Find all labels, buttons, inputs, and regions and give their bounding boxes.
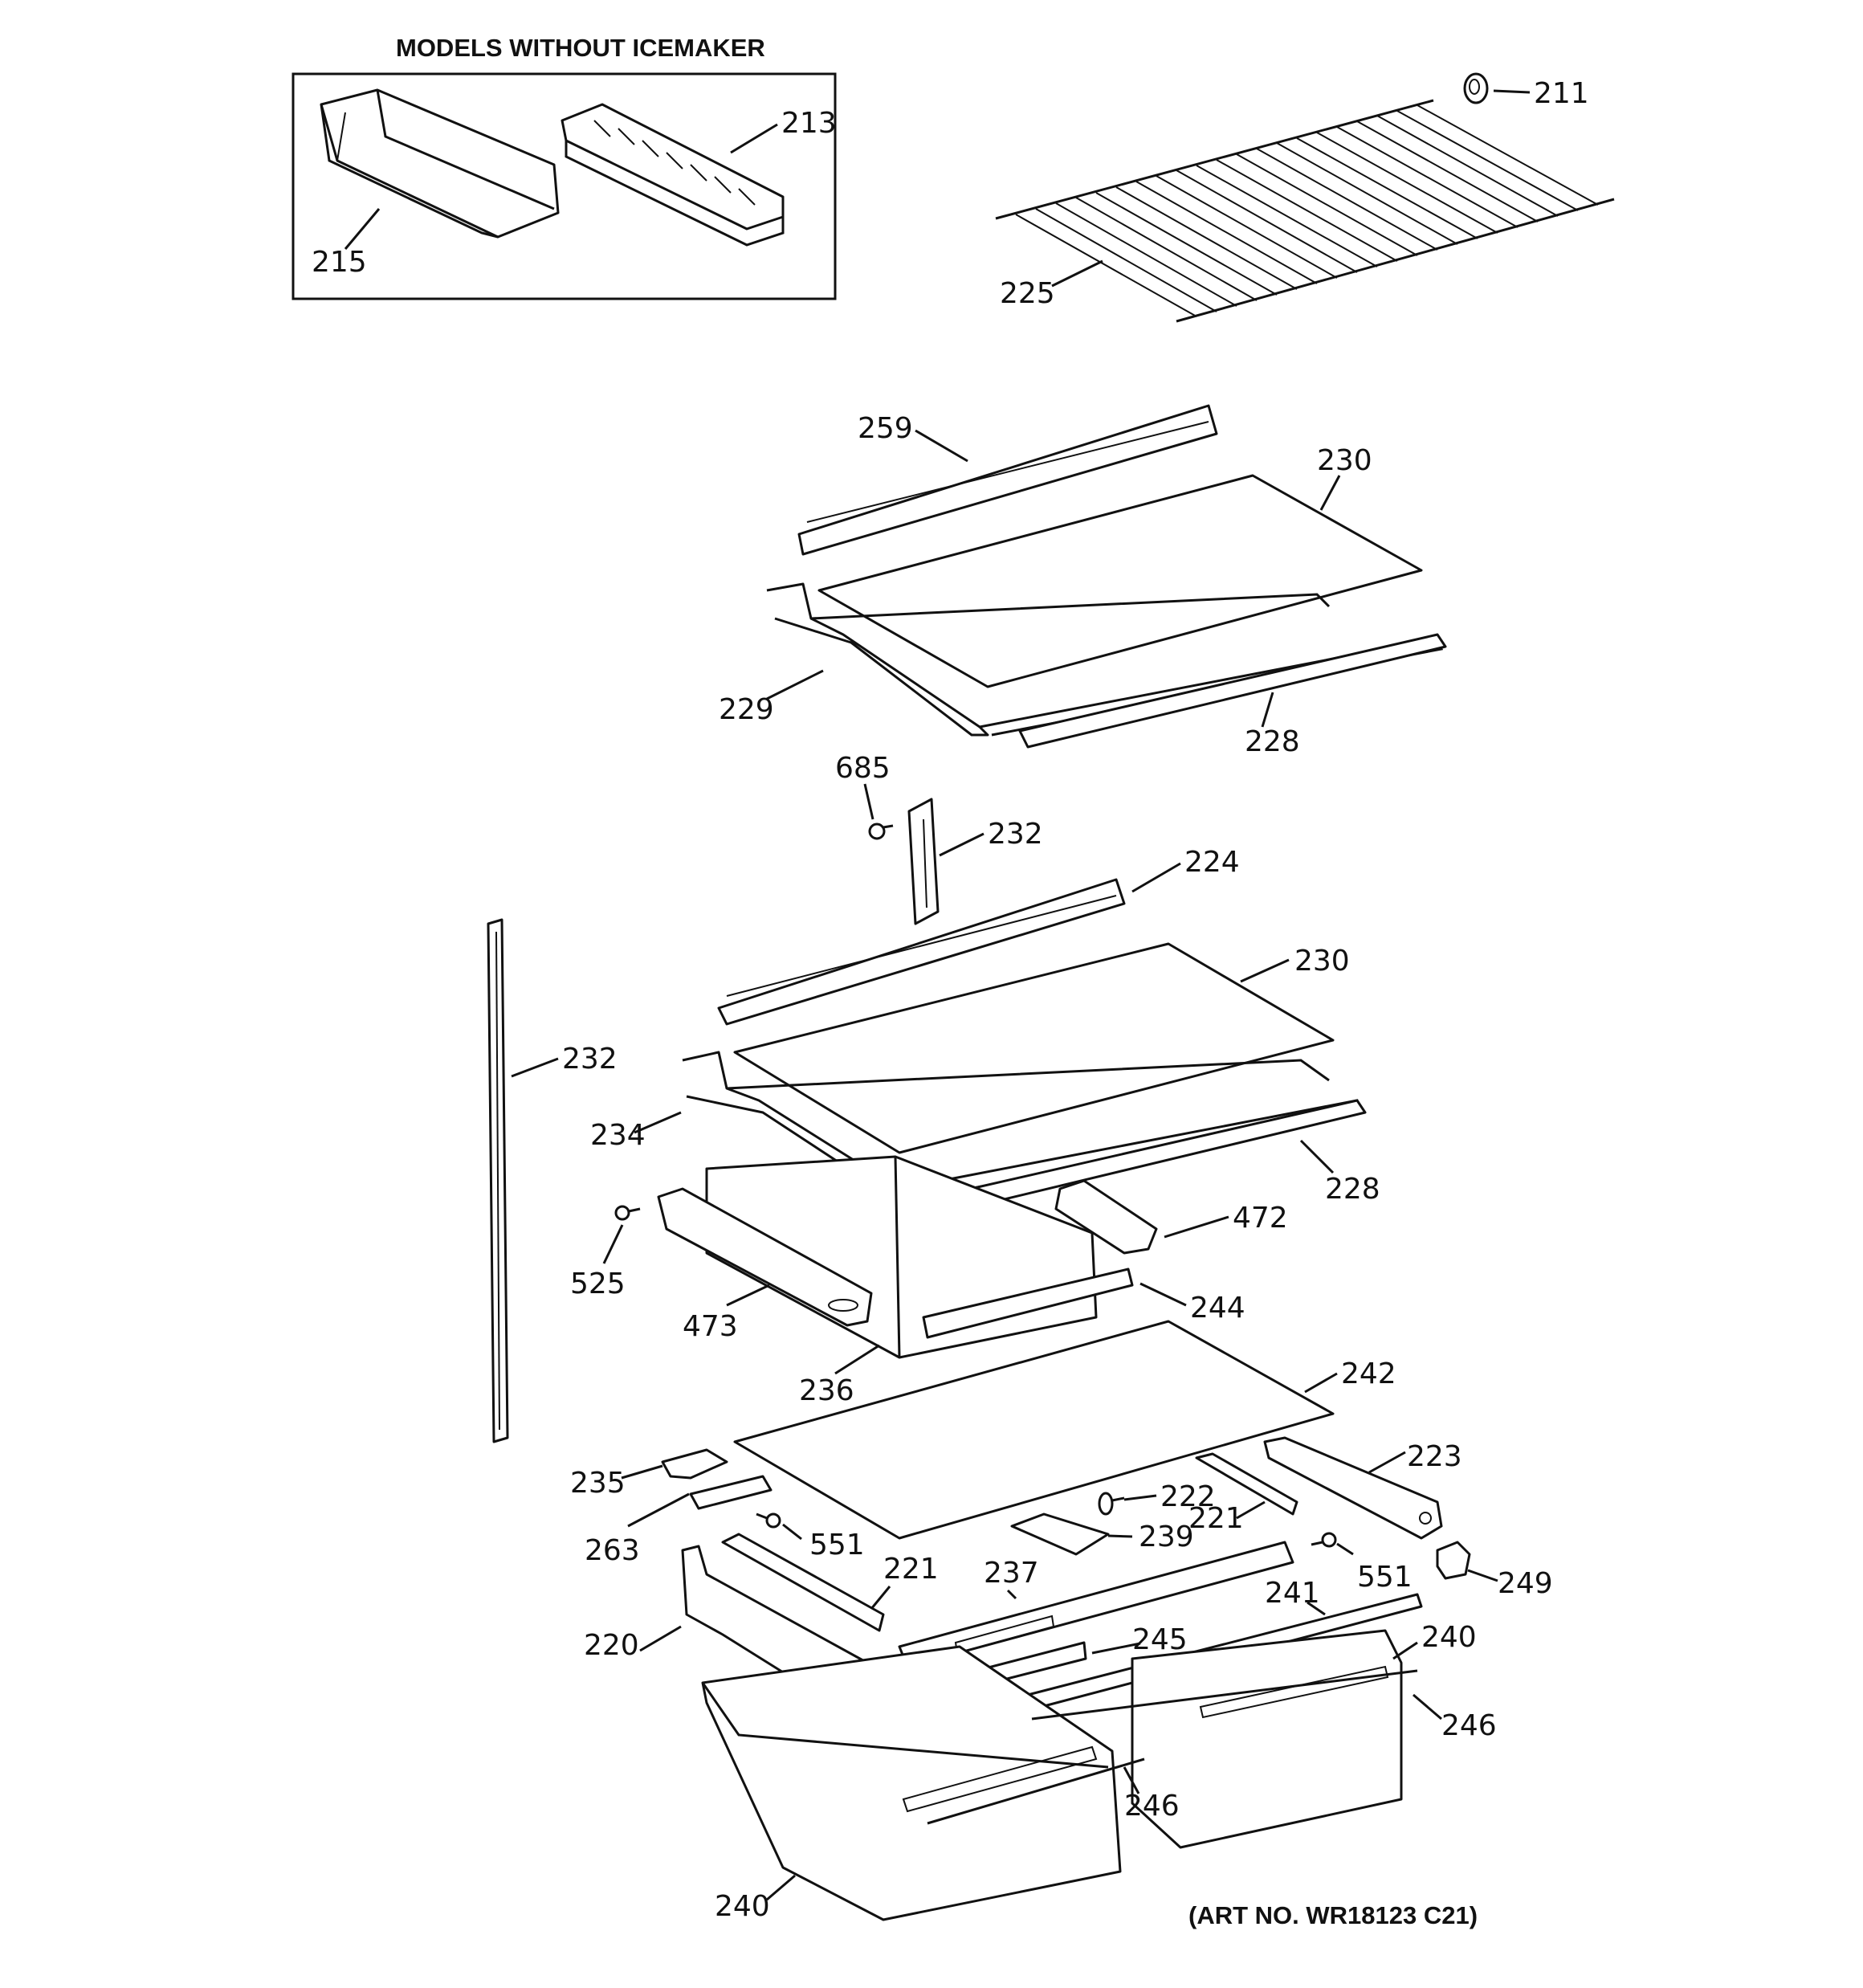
part-211-cap	[1463, 72, 1489, 104]
label-245: 245	[1132, 1623, 1188, 1656]
label-249: 249	[1498, 1567, 1553, 1600]
label-240-right: 240	[1421, 1621, 1477, 1654]
part-246-handle-right	[1031, 1669, 1418, 1721]
part-222-roller	[1098, 1492, 1125, 1516]
label-241: 241	[1265, 1577, 1320, 1610]
label-222: 222	[1160, 1480, 1216, 1513]
label-236: 236	[799, 1374, 854, 1407]
part-224-trim	[717, 878, 1126, 1026]
label-230-middle: 230	[1294, 945, 1350, 978]
part-230-upper-glass	[817, 474, 1423, 688]
part-525-screw	[614, 1205, 641, 1221]
label-551-right: 551	[1357, 1561, 1413, 1594]
label-244: 244	[1190, 1292, 1245, 1325]
part-225-wire-shelf	[995, 99, 1615, 323]
part-473-slide	[657, 1187, 873, 1327]
label-240-left: 240	[715, 1890, 770, 1923]
part-235-bracket	[661, 1448, 728, 1480]
label-221-right: 221	[1188, 1502, 1244, 1535]
part-263-bracket	[689, 1475, 773, 1510]
part-472-slide	[1054, 1179, 1158, 1255]
label-263: 263	[585, 1534, 640, 1567]
part-551-screw-right	[1311, 1532, 1337, 1548]
label-229: 229	[719, 693, 774, 726]
inset-header: MODELS WITHOUT ICEMAKER	[396, 34, 765, 62]
label-225: 225	[1000, 277, 1055, 310]
part-232-rail-long	[487, 918, 509, 1443]
label-235: 235	[570, 1467, 626, 1500]
part-228-upper-trim	[1018, 633, 1447, 749]
inset-box	[291, 72, 837, 300]
part-223-slide	[1263, 1436, 1443, 1540]
label-232-small: 232	[988, 818, 1043, 851]
label-232-long: 232	[562, 1043, 618, 1076]
label-234: 234	[590, 1119, 646, 1152]
part-249-bracket	[1436, 1541, 1471, 1580]
label-473: 473	[683, 1310, 738, 1343]
leader-lines	[344, 89, 1531, 1901]
label-239: 239	[1139, 1521, 1194, 1553]
part-240-drawer-left	[701, 1645, 1122, 1921]
label-551-left: 551	[809, 1529, 865, 1561]
part-242-glass	[733, 1320, 1335, 1540]
part-259-trim	[797, 404, 1218, 556]
part-685-screw	[868, 823, 894, 840]
label-685: 685	[835, 752, 891, 785]
label-230-upper: 230	[1317, 444, 1372, 477]
part-221-slide-left	[721, 1533, 885, 1632]
label-213: 213	[781, 107, 837, 140]
label-472: 472	[1233, 1202, 1288, 1235]
label-246-left: 246	[1124, 1790, 1180, 1823]
part-221-slide-right	[1195, 1452, 1298, 1516]
label-237: 237	[984, 1557, 1039, 1590]
label-228-upper: 228	[1245, 725, 1300, 758]
part-239-bracket	[1010, 1512, 1110, 1556]
label-259: 259	[858, 412, 913, 445]
part-244-trim	[922, 1268, 1134, 1339]
label-228-middle: 228	[1325, 1173, 1380, 1206]
part-230-middle-glass	[733, 942, 1335, 1154]
part-551-screw-left	[756, 1512, 781, 1529]
art-number: (ART NO. WR18123 C21)	[1188, 1901, 1478, 1929]
part-232-rail-small	[907, 798, 940, 925]
label-525: 525	[570, 1268, 626, 1300]
part-240-drawer-right	[1131, 1629, 1403, 1849]
label-215: 215	[312, 246, 367, 279]
label-242: 242	[1341, 1357, 1396, 1390]
label-246-right: 246	[1441, 1709, 1497, 1742]
label-221-left: 221	[883, 1553, 939, 1586]
label-223: 223	[1407, 1440, 1462, 1473]
label-211: 211	[1534, 77, 1589, 110]
part-246-handle-left	[927, 1757, 1145, 1825]
part-213-ice-tray	[561, 103, 785, 247]
part-215-door-bin	[320, 88, 560, 239]
label-220: 220	[584, 1629, 639, 1662]
label-224: 224	[1184, 846, 1240, 879]
part-labels: 211 213 215 225 259 230 229 228 685 232 …	[312, 77, 1589, 1923]
